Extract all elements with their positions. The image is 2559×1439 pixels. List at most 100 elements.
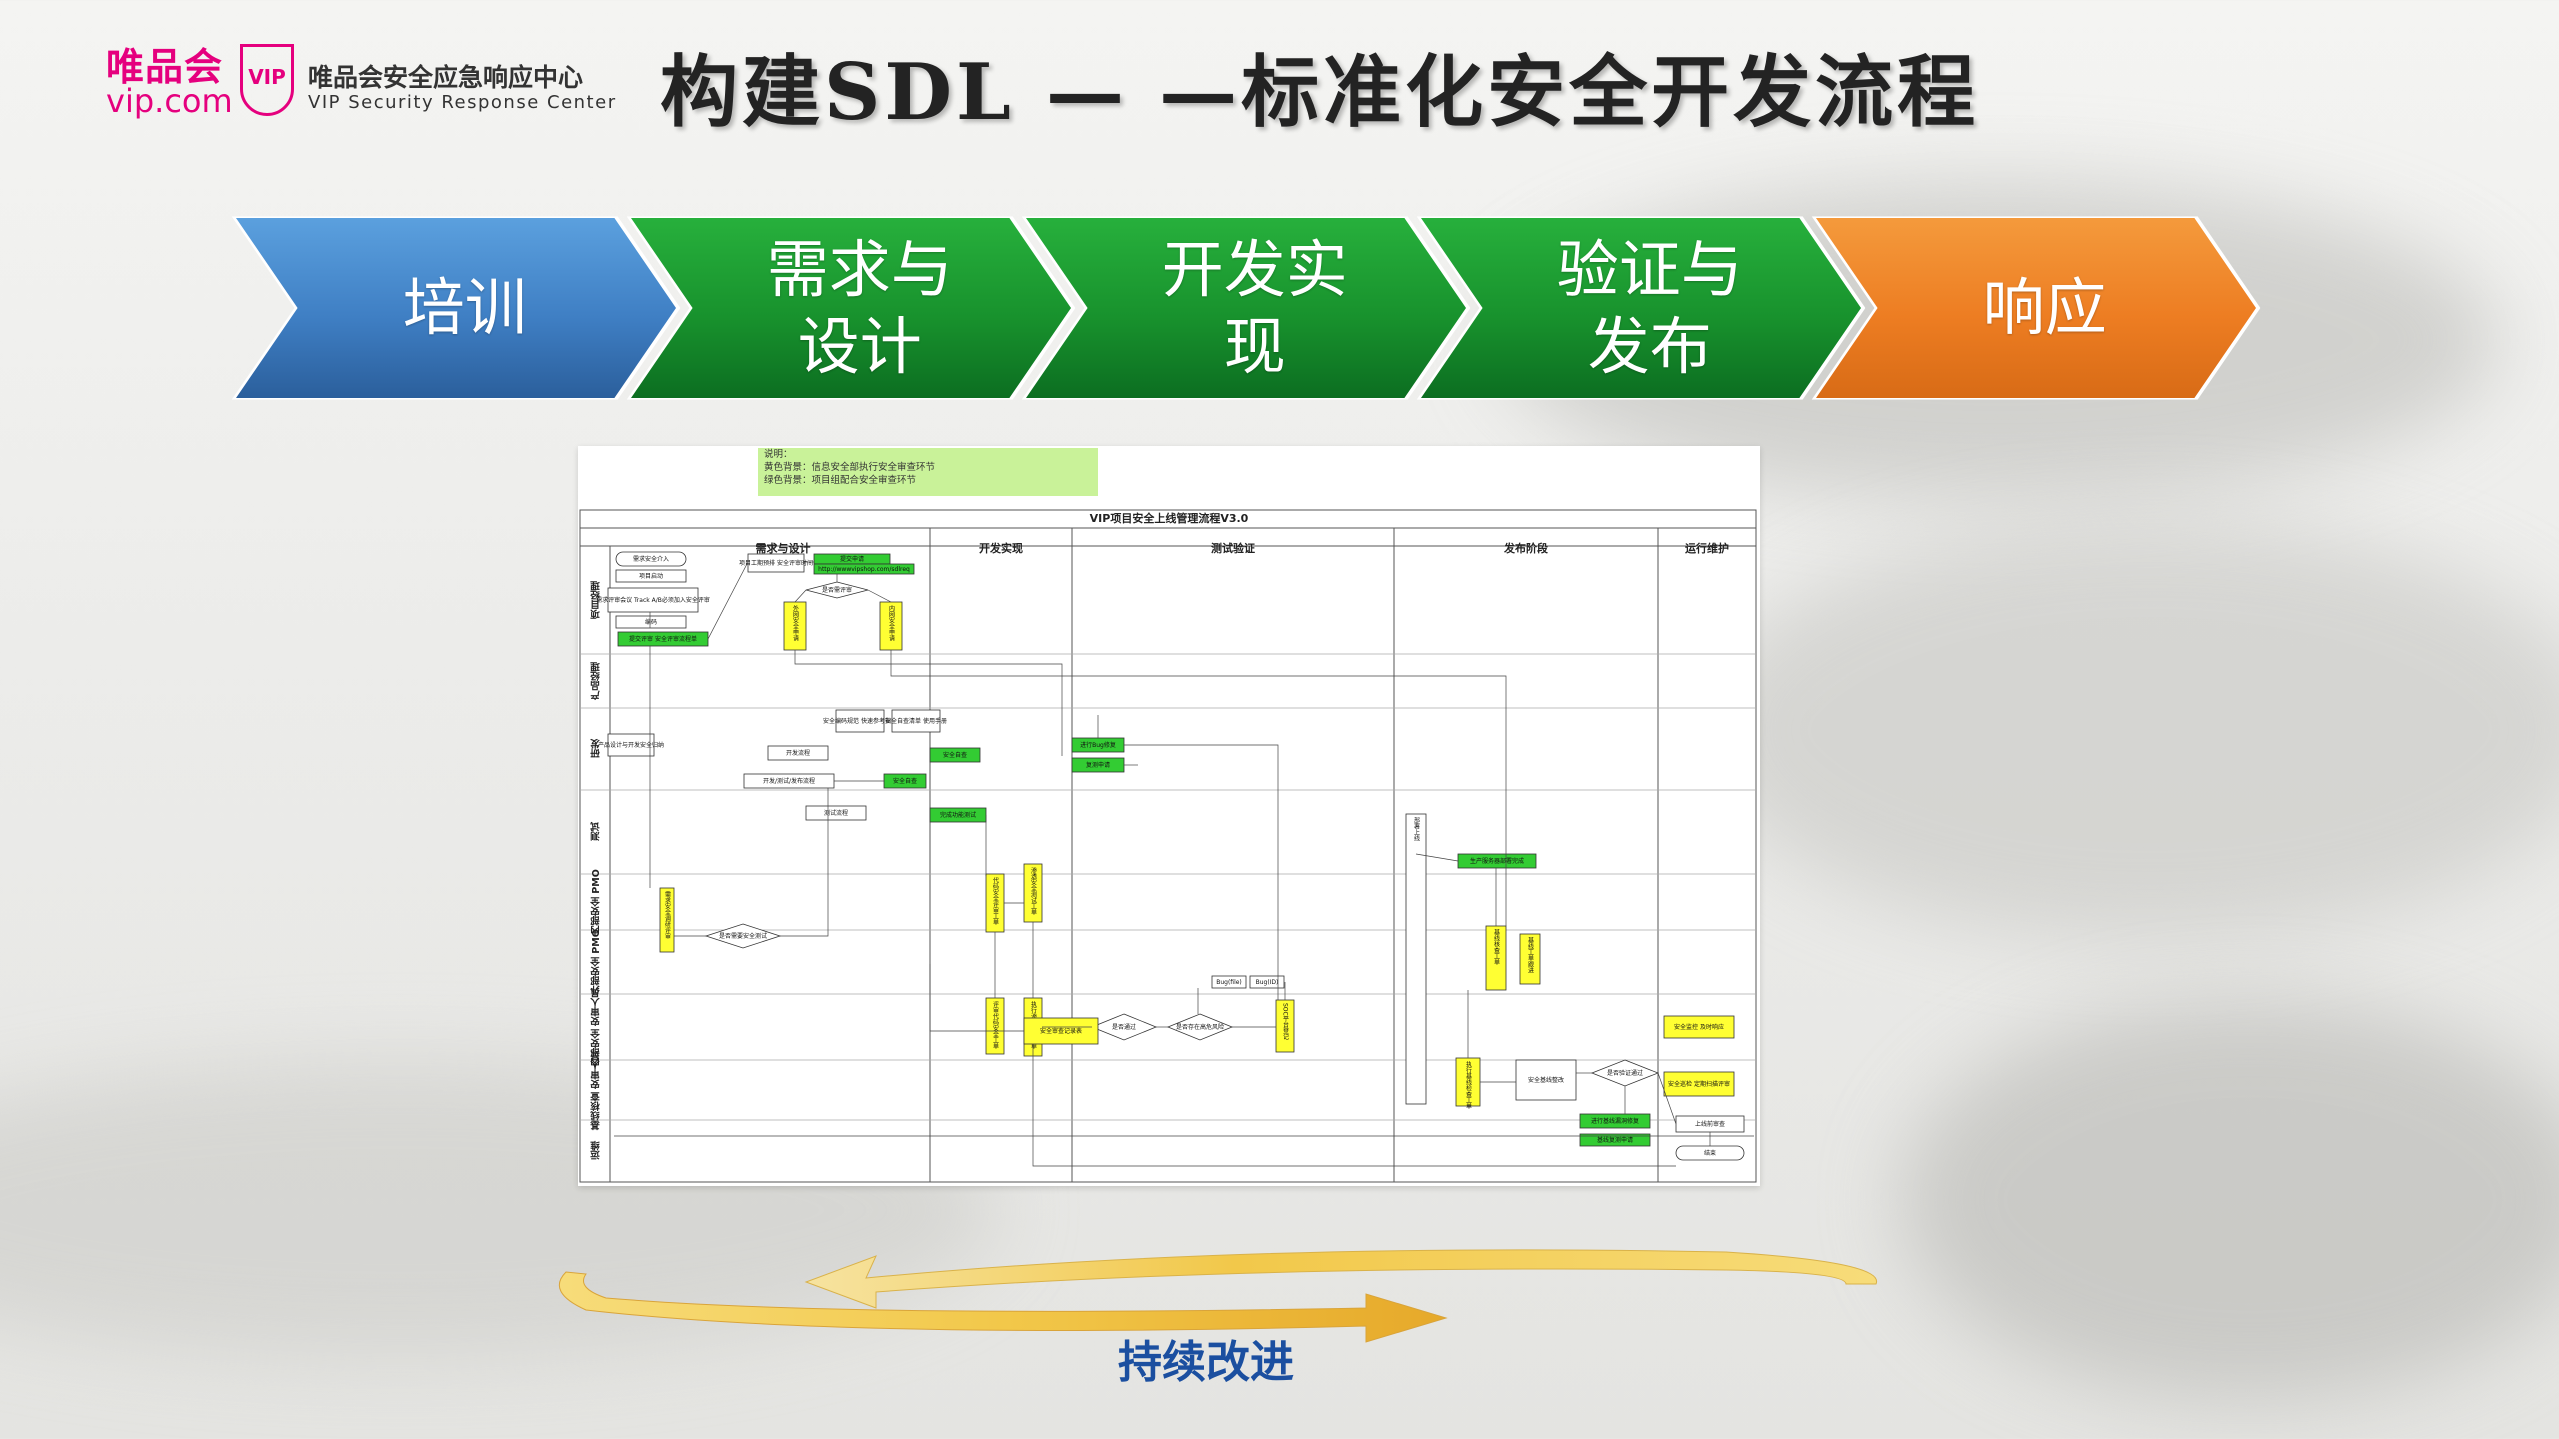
lane-baseline-reviewer: 基线核查 安审人员	[591, 1050, 602, 1130]
badge-text: VIP	[248, 65, 286, 89]
flow-node-label-n41: 是否验证通过	[1607, 1069, 1643, 1077]
flow-node-label-n2: 项目启动	[639, 572, 663, 580]
flow-node-label-n14: 安全自查清单 使用手册	[885, 717, 947, 725]
logo-center-name-en: VIP Security Response Center	[308, 92, 617, 113]
flow-node-label-n7: 提交申请	[840, 555, 864, 563]
phase-requirements: 需求与设计	[755, 542, 811, 555]
flow-node-label-n37: 基线核查工单	[1493, 928, 1500, 966]
flow-connector	[1124, 744, 1279, 1000]
stage-label: 培训	[402, 271, 527, 345]
flow-node-n42	[1579, 1113, 1651, 1129]
flow-node-label-n13: 安全编码规范 快速参考指南	[823, 717, 897, 725]
flow-node-n15	[767, 745, 829, 761]
flow-node-label-n44: 上线前审查	[1695, 1120, 1725, 1128]
flow-node-label-n17: 开发/测试/发布流程	[763, 777, 815, 785]
stage-response: 响应	[1816, 218, 2256, 398]
flow-node-label-n16: 安全自查	[943, 751, 967, 759]
lane-operations: 运维	[591, 1141, 602, 1161]
logo-domain-text: vip.com	[106, 82, 233, 120]
flow-node-n34	[1023, 1017, 1099, 1045]
flow-node-label-n29: 是否通过	[1112, 1023, 1136, 1031]
flow-node-label-n10: 外网安全申请	[792, 604, 799, 642]
flow-node-n31	[1211, 975, 1247, 989]
logo-main-text: 唯品会	[106, 45, 224, 89]
flow-node-n12	[607, 733, 655, 757]
flow-node-n43	[1579, 1133, 1651, 1147]
stage-label: 开发实 现	[1161, 232, 1348, 384]
flow-node-n8	[813, 563, 915, 575]
stage-label: 需求与 设计	[766, 232, 953, 384]
flow-node-label-n11: 内网安全申请	[888, 604, 895, 642]
flow-connector	[707, 561, 749, 640]
flow-node-label-n34: 安全审查记录表	[1040, 1027, 1082, 1035]
lane-rd: 研发	[591, 739, 602, 759]
lane-project-manager: 项目经理	[591, 581, 602, 619]
flow-node-label-n47: 安全巡检 定期扫描评审	[1668, 1080, 1730, 1088]
phase-development: 开发实现	[979, 542, 1023, 555]
stage-label: 验证与 发布	[1556, 232, 1743, 384]
flow-node-label-n5: 提交评审 安全评审流程单	[629, 635, 697, 643]
slide-title: 构建SDL — —标准化安全开发流程	[660, 47, 1980, 138]
flow-node-n14	[891, 709, 941, 733]
phase-operations: 运行维护	[1685, 542, 1729, 555]
flow-node-label-n42: 进行基线漏洞修复	[1591, 1117, 1639, 1125]
flow-node-n30	[1166, 1013, 1234, 1041]
sdl-stage-chevrons: 培训 需求与 设计 开发实 现 验证与 发布 响应	[231, 216, 2261, 400]
flow-node-label-n15: 开发流程	[786, 749, 810, 757]
flow-node-label-n4: 编码	[645, 618, 657, 626]
flow-node-label-n8: http://wwwvipshop.com/sdlreq	[818, 566, 910, 573]
flow-node-n2	[615, 569, 687, 583]
flow-connector	[867, 589, 892, 603]
stage-training: 培训	[236, 218, 676, 398]
flow-node-label-n46: 安全监控 及时响应	[1674, 1023, 1724, 1031]
flow-node-n16	[929, 747, 981, 763]
flow-node-n1	[615, 551, 687, 567]
flow-node-n39	[1455, 1057, 1481, 1107]
flow-node-label-n26: 渗透安全测试工单	[1030, 866, 1037, 916]
security-process-flowchart: 说明： 黄色背景：信息安全部执行安全审查环节 绿色背景：项目组配合安全审查环节 …	[578, 446, 1760, 1186]
flow-node-label-n18: 安全自查	[893, 777, 917, 785]
flow-node-label-n21: 进行Bug修复	[1080, 741, 1116, 749]
flow-connector	[794, 589, 807, 603]
flow-node-n6	[747, 553, 805, 573]
flow-node-label-n24: 是否需要安全测试	[719, 932, 767, 940]
flow-node-label-n31: Bug(file)	[1216, 979, 1242, 986]
flow-connector	[794, 650, 1063, 756]
note-line: 黄色背景：信息安全部执行安全审查环节	[764, 462, 936, 473]
note-line: 说明：	[764, 449, 793, 460]
stage-verification-release: 验证与 发布	[1421, 218, 1861, 398]
flow-connector	[1415, 853, 1459, 862]
vip-logo: 唯品会 vip.com VIP 唯品会安全应急响应中心 VIP Security…	[100, 36, 640, 136]
flow-node-n47	[1663, 1071, 1735, 1097]
stage-development: 开发实 现	[1026, 218, 1466, 398]
lane-product-manager: 产品经理	[591, 662, 602, 700]
flow-node-label-n36: 生产服务器部署完成	[1470, 857, 1524, 865]
flow-node-label-n1: 需求安全介入	[633, 555, 669, 563]
flow-node-label-n23: 需求安全调研评审	[664, 891, 671, 940]
flow-connector	[780, 788, 829, 937]
flow-node-label-n43: 基线复测申请	[1597, 1136, 1633, 1144]
flow-node-n29	[1090, 1013, 1158, 1041]
lane-internal-security-pmo: 内部安全 PMO	[591, 869, 602, 935]
phase-release: 发布阶段	[1504, 542, 1548, 555]
note-line: 绿色背景：项目组配合安全审查环节	[764, 475, 917, 486]
loop-arrow-lower	[558, 1271, 1448, 1343]
vip-badge-icon: VIP	[240, 44, 294, 116]
flow-node-n3	[607, 587, 699, 613]
flow-node-label-n25: 代码安全评审工单	[992, 876, 999, 926]
flow-node-label-n20: 完成功能测试	[940, 811, 976, 819]
flow-node-n35	[1405, 813, 1427, 1105]
flow-connector	[1032, 1044, 1676, 1167]
flow-node-label-n12: 产品设计与开发安全归纳	[598, 741, 664, 749]
flow-node-label-n35: 部署上线	[1413, 816, 1420, 841]
flow-connector	[1657, 1072, 1677, 1125]
flow-node-label-n3: 需求评审会议 Track A/B必须加入安全评审	[596, 596, 710, 604]
flow-node-label-n40: 安全基线整改	[1528, 1076, 1564, 1084]
flow-node-n9	[805, 581, 869, 599]
flow-node-n13	[835, 709, 885, 733]
flow-node-n32	[1249, 975, 1285, 989]
flow-node-n19	[805, 805, 867, 821]
logo-center-name: 唯品会安全应急响应中心	[308, 63, 584, 92]
flow-node-label-n38: 基线工单跟进	[1527, 936, 1534, 974]
